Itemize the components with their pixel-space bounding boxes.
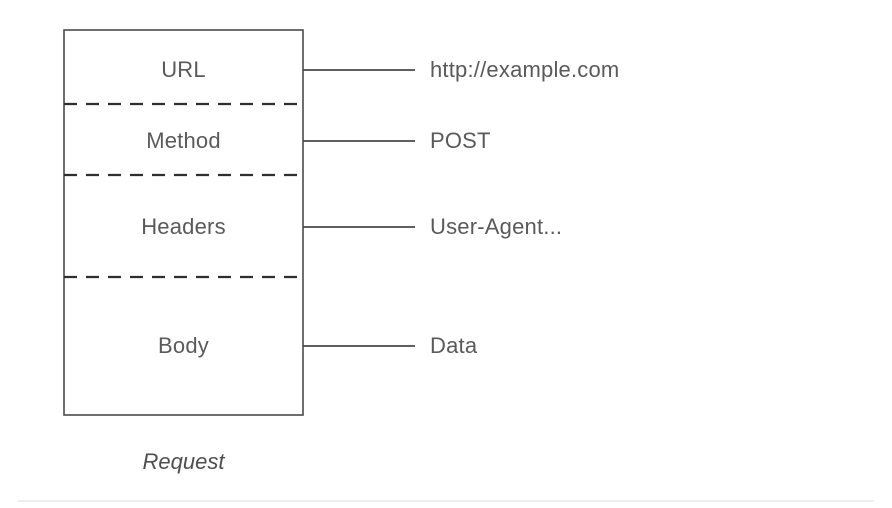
value-label-body: Data [430, 333, 478, 358]
section-label-method: Method [146, 128, 221, 153]
value-label-method: POST [430, 128, 491, 153]
section-label-body: Body [158, 333, 209, 358]
value-label-url: http://example.com [430, 57, 620, 82]
section-label-headers: Headers [141, 214, 226, 239]
request-box-outline [63, 29, 304, 416]
value-label-headers: User-Agent... [430, 214, 563, 239]
diagram-caption: Request [142, 449, 225, 474]
section-label-url: URL [161, 57, 206, 82]
